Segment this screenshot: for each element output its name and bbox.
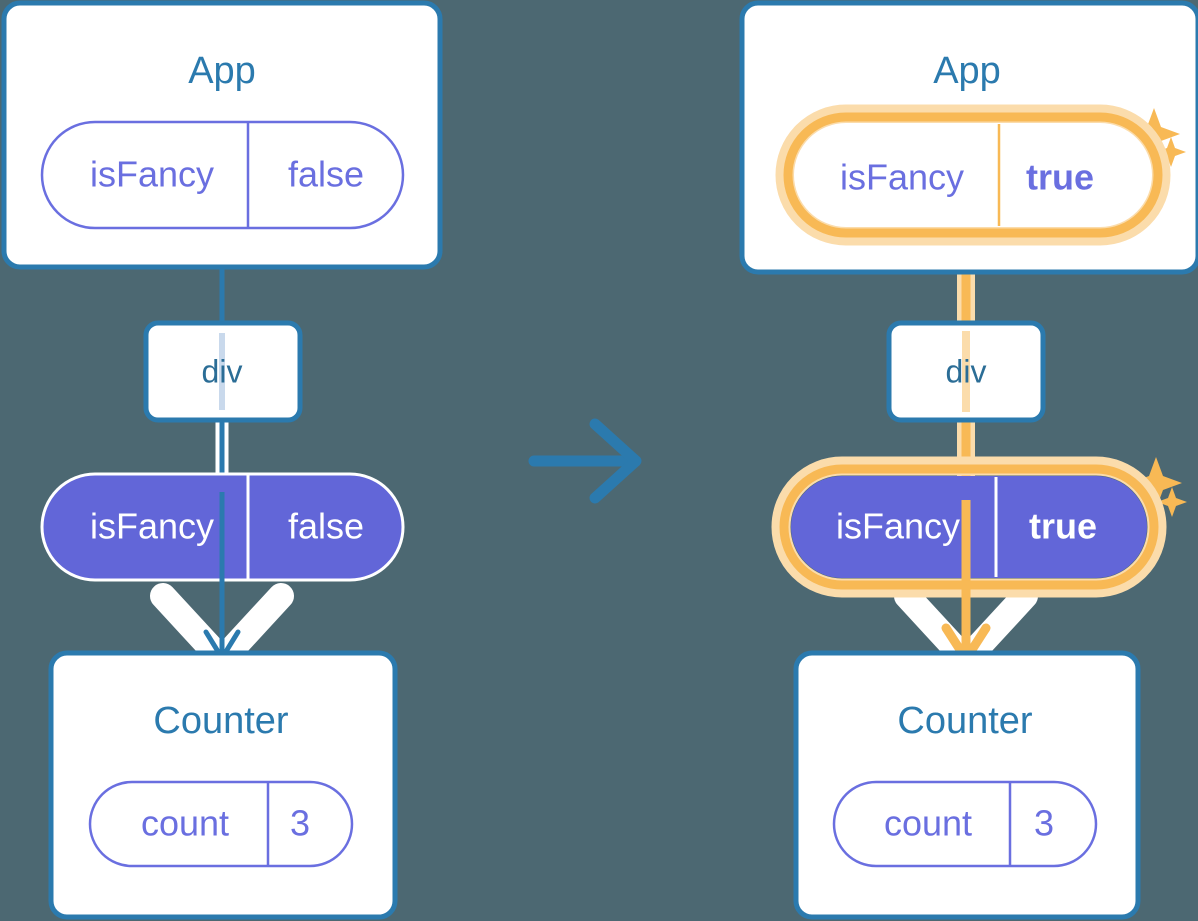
arrow-right-icon [528,418,642,504]
app-title-right: App [933,50,1001,92]
div-label-left: div [202,353,243,389]
counter-state-pill-right-value: 3 [1034,803,1054,844]
prop-pill-left-value: false [288,506,364,547]
prop-pill-right-value: true [1029,506,1097,547]
app-state-pill-left-key: isFancy [90,154,214,195]
counter-state-pill-left[interactable]: count 3 [88,780,354,868]
div-box-right: div [886,320,1046,423]
app-state-pill-left[interactable]: isFancy false [40,120,405,230]
counter-state-pill-right-key: count [884,803,972,844]
app-state-pill-right-body [794,123,1152,227]
counter-state-pill-left-body [88,780,354,868]
app-state-pill-right-key: isFancy [840,157,964,198]
prop-pill-right-key: isFancy [836,506,960,547]
app-state-pill-left-value: false [288,154,364,195]
sparkle-small-top-icon [1156,137,1186,167]
counter-state-pill-right-body [832,780,1098,868]
div-box-left: div [143,320,303,423]
app-state-pill-left-body [40,120,405,230]
prop-pill-left-key: isFancy [90,506,214,547]
sparkle-large-mid-icon [1130,457,1182,509]
app-title-left: App [188,50,256,92]
div-label-right: div [946,353,987,389]
sparkle-small-mid-icon [1157,487,1187,517]
counter-state-pill-left-key: count [141,803,229,844]
counter-state-pill-right[interactable]: count 3 [832,780,1098,868]
counter-state-pill-left-value: 3 [290,803,310,844]
app-state-pill-right[interactable]: isFancy true [775,104,1171,246]
counter-title-right: Counter [897,700,1033,742]
counter-title-left: Counter [153,700,289,742]
app-state-pill-right-value: true [1026,157,1094,198]
app-state-pill-right-ring [783,112,1163,238]
